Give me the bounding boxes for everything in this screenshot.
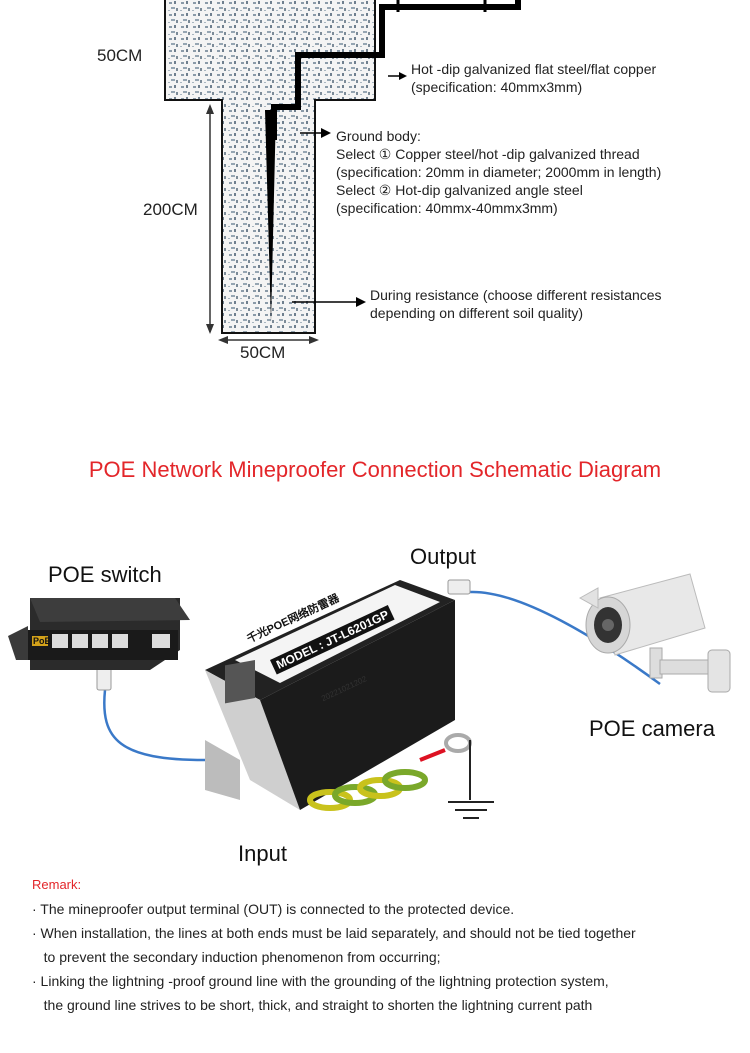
remark-line-5: the ground line strives to be short, thi… bbox=[32, 997, 593, 1013]
remark-line-3: to prevent the secondary induction pheno… bbox=[32, 949, 441, 965]
input-rj45-plug bbox=[96, 667, 112, 691]
poe-switch-device bbox=[8, 598, 190, 670]
input-cable bbox=[103, 689, 206, 762]
remark-line-1: · The mineproofer output terminal (OUT) … bbox=[32, 901, 515, 917]
output-rj45-plug bbox=[447, 579, 471, 595]
device-serial-text: 20221021202 bbox=[320, 674, 369, 704]
ground-coil bbox=[307, 769, 428, 811]
flat-steel-label: Hot -dip galvanized flat steel/flat copp… bbox=[411, 61, 657, 95]
top-depth-label: 50CM bbox=[97, 46, 143, 65]
resistance-label: During resistance (choose different resi… bbox=[370, 287, 662, 321]
flat-steel-line bbox=[271, 0, 521, 140]
rod-depth-label: 200CM bbox=[143, 200, 198, 219]
remark-line-2: · When installation, the lines at both e… bbox=[32, 925, 636, 941]
poe-camera-label: POE camera bbox=[589, 716, 715, 741]
ground-rod bbox=[265, 110, 276, 322]
remark-line-4: · Linking the lightning -proof ground li… bbox=[32, 973, 609, 989]
grounding-diagram bbox=[164, 0, 521, 344]
switch-logo: PoE bbox=[33, 636, 51, 646]
input-label: Input bbox=[238, 841, 287, 866]
ground-body-label: Ground body: Select ① Copper steel/hot -… bbox=[336, 128, 662, 216]
remark-title: Remark: bbox=[32, 877, 82, 892]
poe-switch-label: POE switch bbox=[48, 562, 162, 587]
output-label: Output bbox=[410, 544, 477, 569]
pit-width-label: 50CM bbox=[240, 343, 286, 362]
output-cable bbox=[469, 590, 661, 686]
schematic-title: POE Network Mineproofer Connection Schem… bbox=[88, 457, 662, 482]
poe-camera-device bbox=[578, 573, 731, 693]
